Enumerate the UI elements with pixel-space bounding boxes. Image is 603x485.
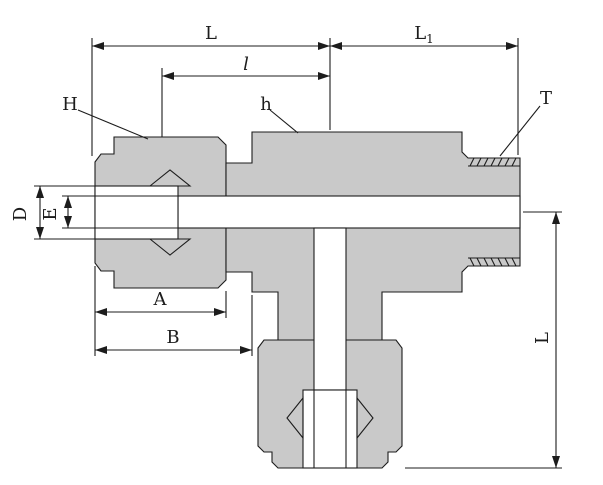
dim-D-label: D <box>10 207 31 221</box>
leader-H-line <box>77 109 149 140</box>
thread-hatch-top <box>469 157 517 167</box>
branch-port-bore-inner-lines <box>313 390 347 468</box>
left-port-bore-inner-lines <box>95 195 178 229</box>
drawing-root: L L1 l H h T D E A B L <box>10 23 562 469</box>
branch-ferrules <box>286 396 374 440</box>
left-port-bore-outer <box>94 185 179 240</box>
dim-E-label: E <box>40 207 61 220</box>
dimensions <box>34 38 562 469</box>
dim-L1-label: L1 <box>414 23 434 46</box>
labels: L L1 l H h T D E A B L <box>10 23 553 348</box>
bores <box>94 185 521 469</box>
dim-L1-label-main: L <box>414 23 426 44</box>
branch-port-bore-outer <box>302 389 358 469</box>
label-T: T <box>540 88 552 109</box>
dim-L-branch-label: L <box>532 332 553 344</box>
details <box>95 157 520 468</box>
branch-bore-inner <box>313 227 347 391</box>
thread-hatch-bottom <box>469 257 517 267</box>
label-H: H <box>62 94 78 115</box>
dim-D-extension-lines <box>34 185 95 240</box>
thread-root-lines <box>468 165 520 259</box>
run-bore <box>177 195 521 229</box>
dim-l-label: l <box>243 54 249 75</box>
dim-A-label: A <box>153 289 168 310</box>
leader-h-line <box>269 109 299 134</box>
dim-L1-label-sub: 1 <box>426 32 434 46</box>
dim-B-label: B <box>166 327 179 348</box>
fitting-body <box>225 131 521 346</box>
left-ferrules <box>148 169 192 256</box>
dim-L-label: L <box>205 23 217 44</box>
label-h: h <box>260 94 272 115</box>
leader-T-line <box>499 105 541 157</box>
top-extension-lines <box>91 38 519 156</box>
